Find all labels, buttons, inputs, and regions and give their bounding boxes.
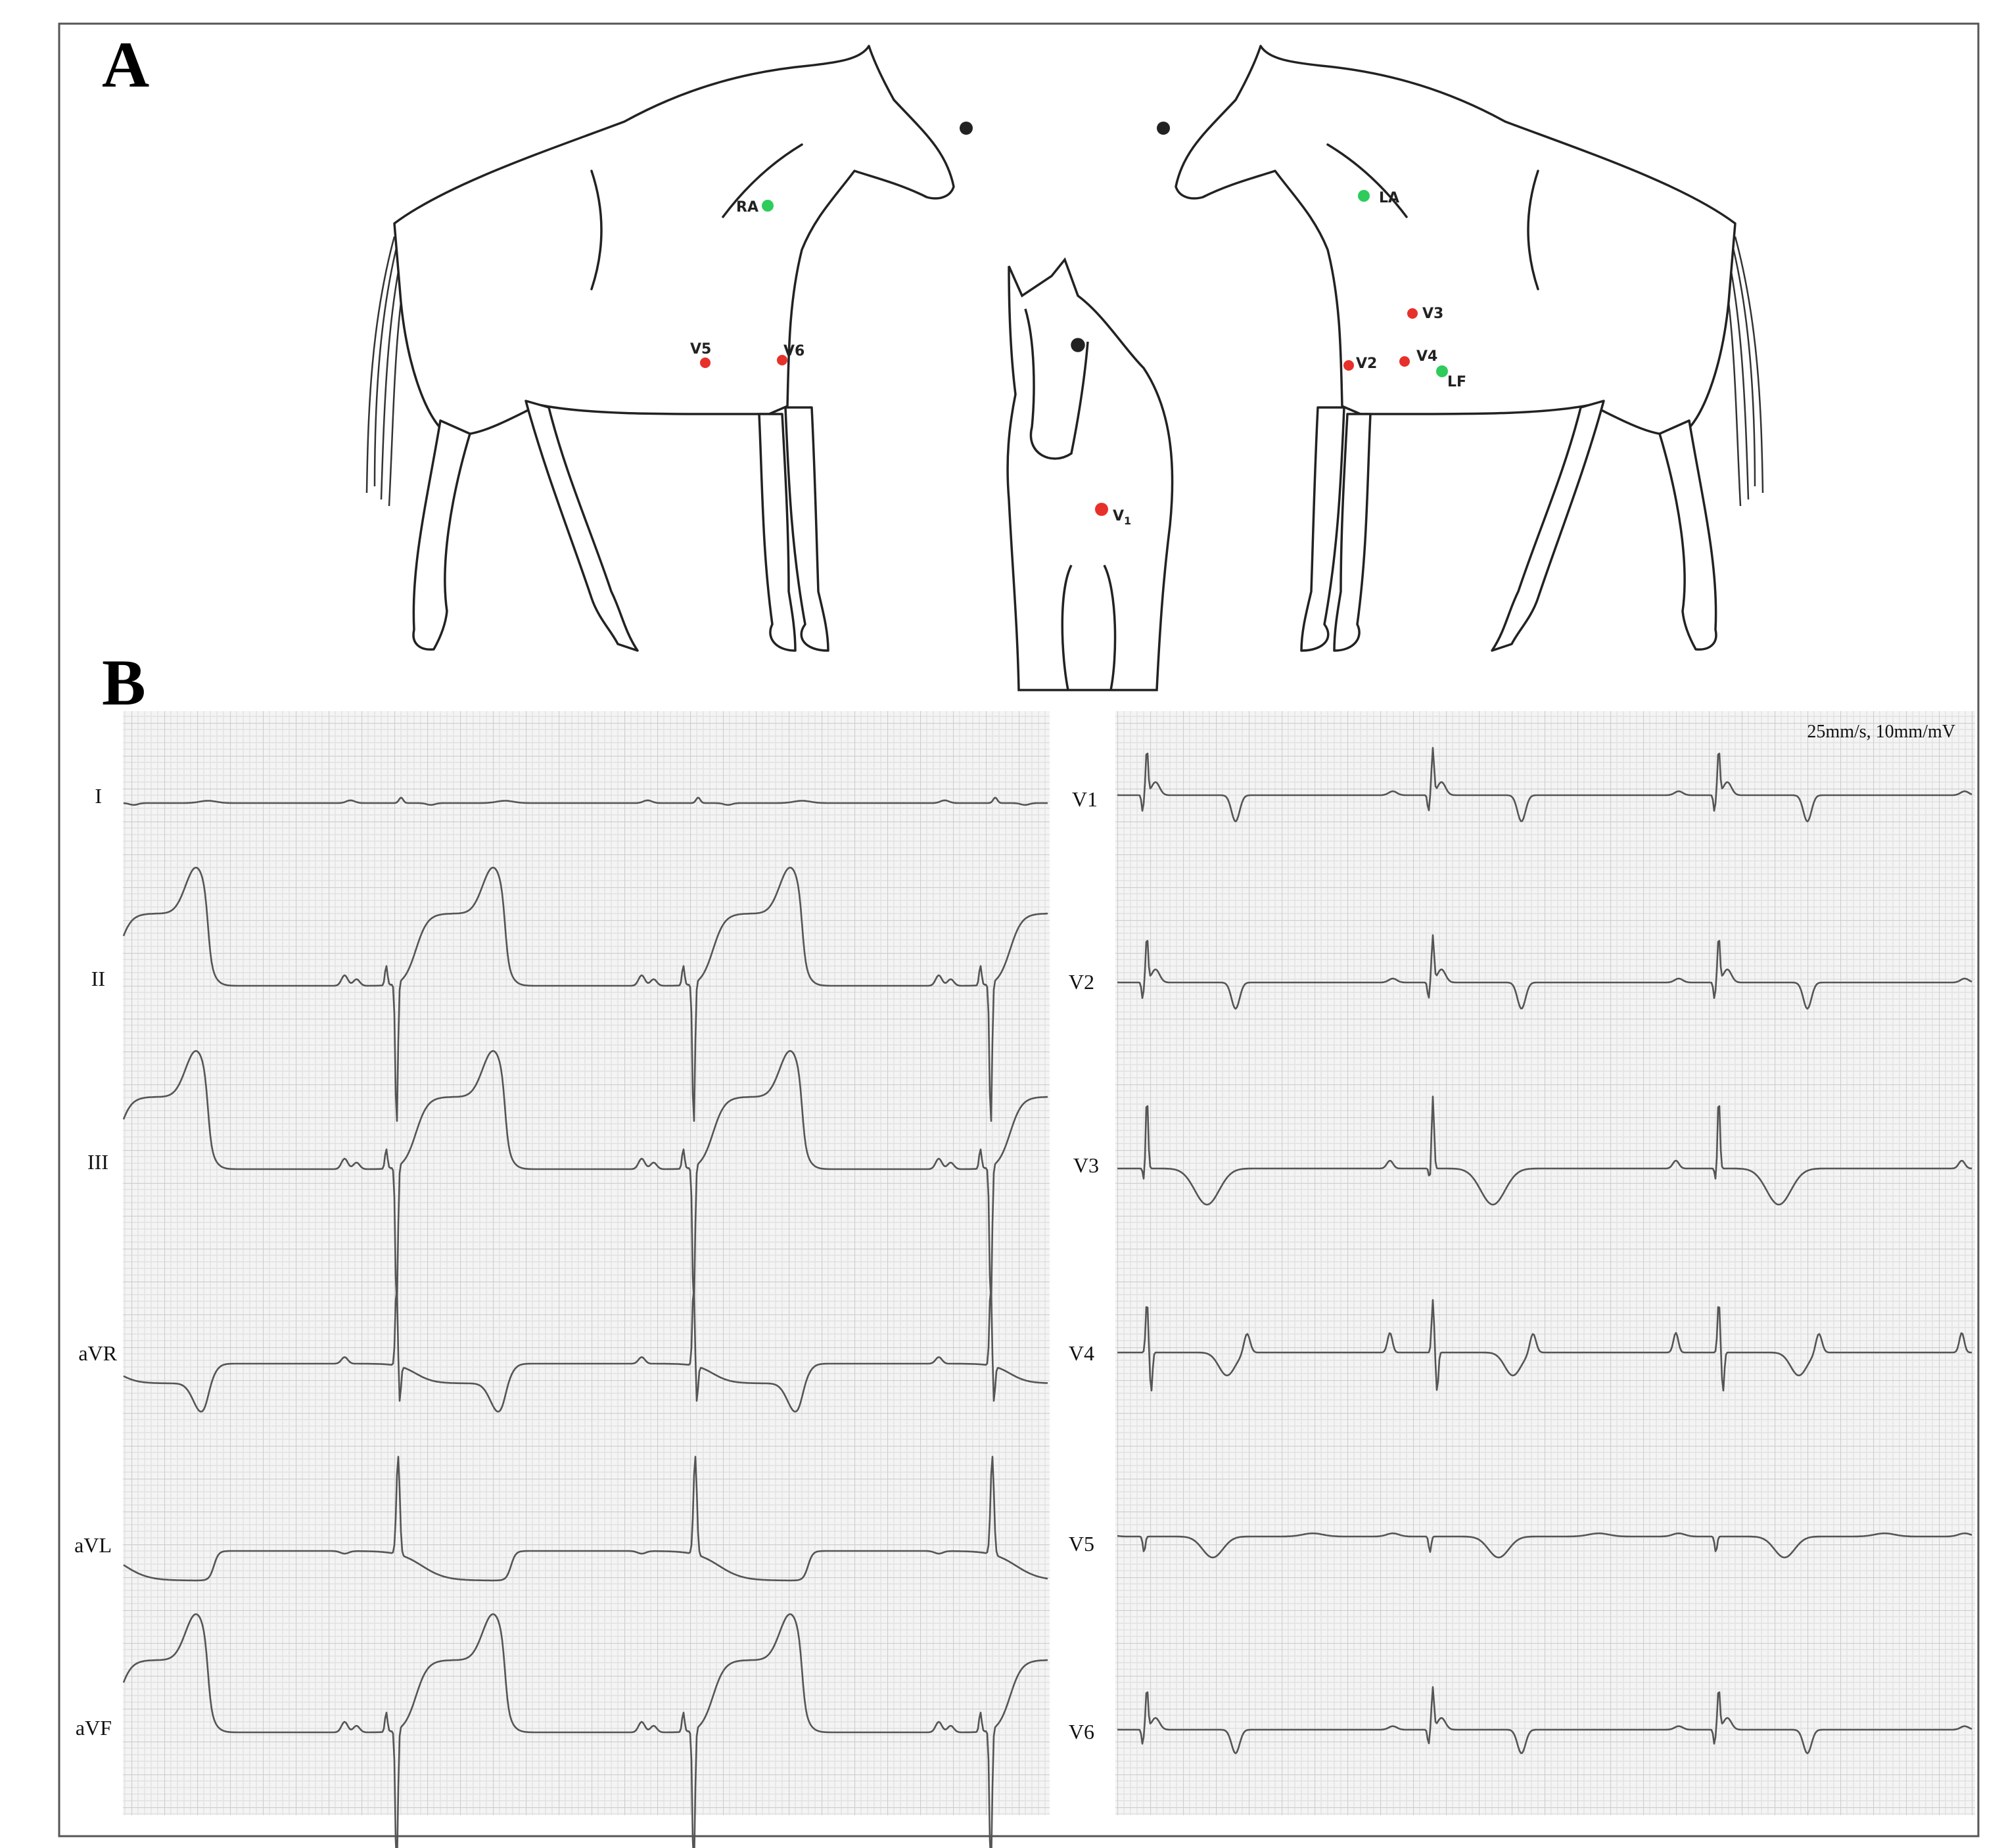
electrode-ra-label: RA	[736, 199, 758, 216]
lead-label-v3: V3	[1073, 1153, 1099, 1177]
electrode-v2: V2	[1343, 356, 1377, 372]
electrode-v1-dot	[1095, 503, 1108, 516]
lead-label-v2: V2	[1069, 970, 1094, 994]
electrode-v3-label: V3	[1422, 306, 1443, 322]
electrode-v4: V4	[1399, 348, 1437, 367]
electrode-lf: LF	[1436, 365, 1466, 390]
lead-label-v5: V5	[1069, 1532, 1094, 1556]
lead-labels-chest: V1 V2 V3 V4 V5 V6	[1069, 787, 1099, 1744]
electrode-lf-dot	[1436, 365, 1448, 377]
electrode-ra: RA	[736, 199, 774, 216]
electrode-v1-label: V1	[1113, 508, 1131, 527]
lead-v5-trace	[1117, 1532, 1972, 1559]
horse-left-side-view	[1157, 45, 1764, 652]
electrode-v2-dot	[1343, 360, 1354, 371]
panel-a-horses: RA LA LF V1 V2 V3 V4 V5	[365, 45, 1764, 691]
lead-labels-limb: I II III aVR aVL aVF	[74, 784, 118, 1740]
lead-v6-trace	[1117, 1686, 1972, 1755]
horse-right-side-view	[365, 45, 973, 652]
lead-v1-trace	[1117, 747, 1972, 823]
electrode-v5-label: V5	[690, 341, 711, 358]
lead-v3-trace	[1117, 1096, 1972, 1206]
electrode-v5: V5	[690, 341, 711, 368]
ecg-calibration-label: 25mm/s, 10mm/mV	[1807, 722, 1955, 742]
electrode-ra-dot	[762, 200, 774, 212]
electrode-v6: V6	[777, 343, 804, 365]
electrode-lf-label: LF	[1447, 374, 1466, 390]
lead-ii-trace	[122, 866, 1048, 1122]
electrode-v1-label-sub: 1	[1124, 515, 1131, 527]
ecg-grid-chest	[1115, 711, 1975, 1815]
electrode-v4-label: V4	[1416, 348, 1437, 365]
electrode-la: LA	[1358, 190, 1399, 206]
electrode-la-dot	[1358, 190, 1370, 202]
electrode-v6-dot	[777, 355, 787, 365]
lead-avl-trace	[123, 1456, 1048, 1582]
panel-b-ecg: 25mm/s, 10mm/mV I II III aVR aVL aVF V1 …	[74, 711, 1975, 1848]
lead-avf-trace	[122, 1613, 1048, 1848]
lead-label-i: I	[95, 784, 102, 808]
lead-label-v6: V6	[1069, 1720, 1094, 1744]
lead-label-avr: aVR	[78, 1341, 117, 1365]
electrode-v3-dot	[1407, 308, 1418, 319]
electrode-la-label: LA	[1379, 190, 1399, 206]
electrode-v2-label: V2	[1356, 356, 1377, 372]
lead-label-iii: III	[87, 1150, 108, 1174]
electrode-v5-dot	[700, 358, 711, 368]
electrode-v1-label-main: V	[1113, 508, 1124, 524]
lead-iii-trace	[122, 1050, 1048, 1306]
lead-label-avl: aVL	[74, 1533, 112, 1557]
lead-v2-trace	[1117, 934, 1972, 1010]
lead-label-v1: V1	[1072, 787, 1098, 811]
lead-i-trace	[123, 797, 1048, 806]
lead-avr-trace	[123, 1288, 1048, 1413]
lead-label-v4: V4	[1069, 1341, 1094, 1365]
lead-label-ii: II	[91, 967, 105, 990]
panel-a-label: A	[102, 28, 149, 101]
electrode-v3: V3	[1407, 306, 1443, 322]
panel-b-label: B	[102, 646, 146, 719]
ecg-grid-limb	[123, 711, 1050, 1815]
electrode-v4-dot	[1399, 356, 1410, 367]
lead-label-avf: aVF	[76, 1716, 112, 1740]
electrode-v1: V1	[1095, 503, 1131, 527]
electrode-v6-label: V6	[783, 343, 804, 359]
ecg-traces	[122, 747, 1972, 1848]
horse-front-view	[1006, 257, 1174, 691]
lead-v4-trace	[1117, 1299, 1972, 1392]
